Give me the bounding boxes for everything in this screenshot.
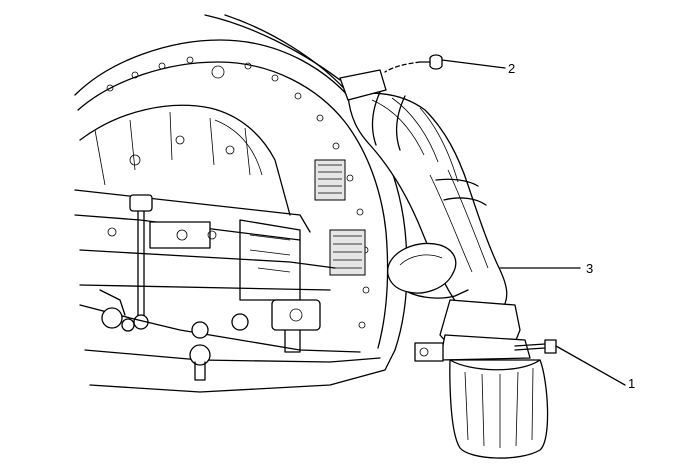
frame-rail	[74, 189, 336, 301]
callout-2: 2	[508, 61, 515, 76]
stabilizer-link	[129, 194, 153, 330]
callout-1: 1	[628, 376, 635, 391]
leader-lines	[384, 59, 626, 386]
callout-3: 3	[586, 261, 593, 276]
push-pin-retainer	[419, 54, 443, 70]
inner-panel	[79, 104, 366, 276]
air-filter-housing	[414, 299, 549, 459]
air-intake-duct	[339, 69, 508, 318]
bolt	[514, 339, 557, 354]
lower-suspension	[79, 289, 396, 393]
